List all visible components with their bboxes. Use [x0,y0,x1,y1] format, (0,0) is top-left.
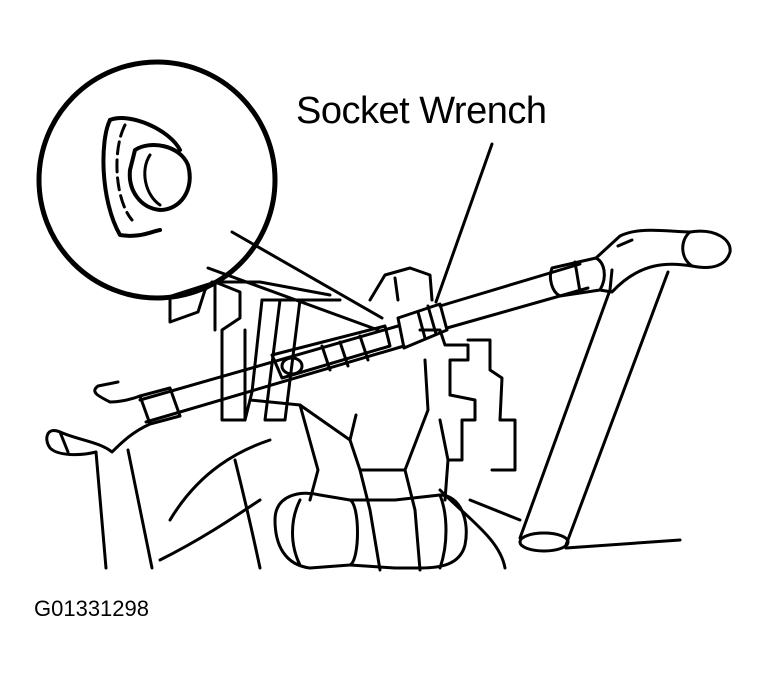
detail-magnifier [36,59,384,332]
left-ratchet-handle [45,380,182,570]
figure-id: G01331298 [34,596,149,621]
mounting-bracket [158,266,522,572]
socket-wrench-label: Socket Wrench [296,90,547,132]
extension-bar [138,262,590,424]
callout-leader-line [434,142,494,304]
right-ratchet-handle [518,228,732,553]
